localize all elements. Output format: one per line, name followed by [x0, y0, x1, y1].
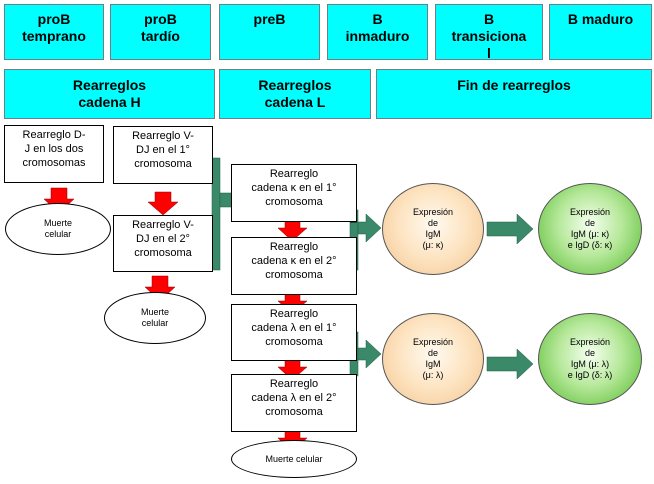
- phase-line1: Rearreglos: [258, 77, 332, 93]
- expr-line: IgM (μ: κ): [570, 229, 610, 239]
- expr-line: de: [584, 218, 595, 228]
- expr-line: IgM: [425, 229, 441, 239]
- phase-line2: cadena H: [78, 94, 141, 110]
- expr-line: de: [584, 348, 595, 358]
- expr-line: Expresión: [412, 337, 454, 347]
- stage-line1: B maduro: [567, 11, 634, 27]
- phase-line2: cadena L: [264, 94, 326, 110]
- death-line: Muerte: [43, 218, 72, 228]
- death-ellipse-2: Muerte celular: [104, 292, 206, 344]
- stage-line1: B: [483, 11, 495, 27]
- box-line: J en los dos: [24, 143, 84, 155]
- box-line: cadena κ en el 1°: [251, 182, 337, 194]
- phase-header-cadena-l: Rearreglos cadena L: [219, 69, 371, 119]
- expr-line: Expresión: [569, 337, 611, 347]
- death-line: celular: [141, 318, 169, 328]
- expr-line: Expresión: [412, 207, 454, 217]
- expr-line: e IgD (δ: λ): [567, 370, 613, 380]
- stage-header-preb: preB: [219, 4, 320, 60]
- box-line: cadena λ en el 2°: [251, 392, 337, 404]
- death-ellipse-1: Muerte celular: [5, 203, 111, 255]
- expr-line: IgM: [425, 359, 441, 369]
- box-line: Rearreglo V-: [132, 219, 194, 231]
- stage-line1: preB: [253, 11, 286, 27]
- expression-igm-igd-lambda: Expresión de IgM (μ: λ) e IgD (δ: λ): [538, 313, 642, 405]
- expression-igm-lambda: Expresión de IgM (μ: λ): [382, 313, 484, 405]
- box-line: Rearreglo V-: [132, 130, 194, 142]
- box-line: cromosoma: [134, 247, 192, 259]
- expr-line: (μ: κ): [422, 240, 444, 250]
- box-kappa-second: Rearreglo cadena κ en el 2° cromosoma: [231, 237, 357, 295]
- stage-header-probt: proB temprano: [4, 4, 104, 60]
- death-line: Muerte celular: [265, 453, 323, 464]
- green-arrow-lambda-mature: [486, 348, 534, 380]
- box-line: DJ en el 2°: [136, 233, 190, 245]
- stage-line1: B: [372, 11, 383, 27]
- box-line: Rearreglo: [269, 168, 319, 180]
- box-line: cadena κ en el 2°: [251, 255, 337, 267]
- stage-header-probtardio: proB tardío: [110, 4, 211, 60]
- box-line: cromosoma: [265, 336, 323, 348]
- death-ellipse-3: Muerte celular: [231, 440, 357, 478]
- expr-line: de: [427, 218, 438, 228]
- box-line: Rearreglo: [269, 308, 319, 320]
- box-line: Rearreglo: [269, 241, 319, 253]
- box-line: cromosoma: [265, 196, 323, 208]
- box-lambda-second: Rearreglo cadena λ en el 2° cromosoma: [231, 374, 357, 432]
- expr-line: e IgD (δ: κ): [567, 240, 613, 250]
- box-vdj-first: Rearreglo V- DJ en el 1° cromosoma: [113, 126, 213, 184]
- stage-line2: temprano: [22, 28, 86, 44]
- box-line: DJ en el 1°: [136, 144, 190, 156]
- expr-line: (μ: λ): [422, 370, 444, 380]
- expr-line: IgM (μ: λ): [570, 359, 610, 369]
- expression-igm-igd-kappa: Expresión de IgM (μ: κ) e IgD (δ: κ): [538, 183, 642, 275]
- box-line: cromosoma: [265, 269, 323, 281]
- expr-line: Expresión: [569, 207, 611, 217]
- stage-header-bmaduro: B maduro: [549, 4, 652, 60]
- phase-header-cadena-h: Rearreglos cadena H: [4, 69, 215, 119]
- green-bracket-bar-h: [211, 157, 221, 271]
- red-arrow-vdj1-vdj2: [147, 191, 179, 216]
- box-line: Rearreglo: [269, 378, 319, 390]
- stage-line2: inmaduro: [345, 28, 410, 44]
- green-arrow-lambda-expr: [357, 339, 382, 369]
- stage-line2: transiciona: [451, 28, 527, 44]
- box-line: Rearreglo D-: [22, 129, 86, 141]
- stage-line2: tardío: [141, 28, 180, 44]
- stage-line1: proB: [144, 11, 177, 27]
- box-vdj-second: Rearreglo V- DJ en el 2° cromosoma: [113, 215, 213, 272]
- phase-header-fin: Fin de rearreglos: [376, 69, 652, 119]
- phase-line1: Fin de rearreglos: [457, 77, 571, 93]
- expression-igm-kappa: Expresión de IgM (μ: κ): [382, 183, 484, 275]
- expr-line: de: [427, 348, 438, 358]
- box-line: cadena λ en el 1°: [251, 322, 337, 334]
- box-kappa-first: Rearreglo cadena κ en el 1° cromosoma: [231, 164, 357, 222]
- stage-line1: proB: [37, 11, 71, 27]
- box-lambda-first: Rearreglo cadena λ en el 1° cromosoma: [231, 304, 357, 361]
- death-line: Muerte: [140, 307, 169, 317]
- box-dj-rearrangement: Rearreglo D- J en los dos cromosomas: [4, 125, 104, 183]
- green-arrow-kappa-mature: [486, 213, 534, 245]
- box-line: cromosoma: [265, 406, 323, 418]
- stage-line3: l: [487, 45, 491, 60]
- green-arrow-kappa-expr: [357, 213, 382, 243]
- stage-header-binmaduro: B inmaduro: [327, 4, 428, 60]
- stage-header-btransicional: B transiciona l: [435, 4, 543, 60]
- box-line: cromosoma: [134, 158, 192, 170]
- phase-line1: Rearreglos: [72, 77, 147, 93]
- death-line: celular: [44, 229, 72, 239]
- box-line: cromosomas: [22, 157, 86, 169]
